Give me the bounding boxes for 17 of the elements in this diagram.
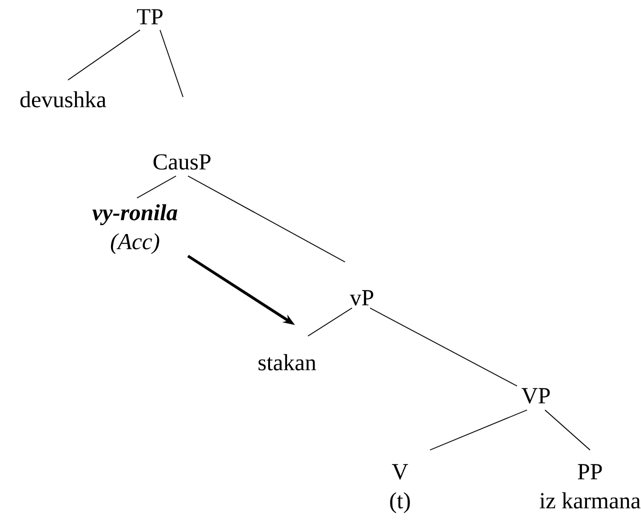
tree-label: TP [137, 9, 162, 24]
branch-line [160, 30, 184, 98]
tree-label: vy-ronila (Acc) [92, 204, 178, 254]
branch-line [68, 30, 140, 80]
branch-line [430, 410, 528, 450]
tree-label: PP iz karmana [540, 464, 640, 508]
branch-line [370, 308, 518, 386]
branch-line [308, 308, 352, 336]
tree-label: devushka [20, 91, 106, 108]
tree-label: stakan [258, 354, 316, 370]
tree-label: CausP [154, 154, 210, 170]
tree-label: V (t) [390, 464, 410, 514]
branch-line [188, 176, 346, 262]
branch-line [136, 176, 176, 198]
tree-label: VP [522, 388, 550, 404]
tree-label: vP [350, 290, 374, 306]
branch-line [544, 410, 590, 450]
